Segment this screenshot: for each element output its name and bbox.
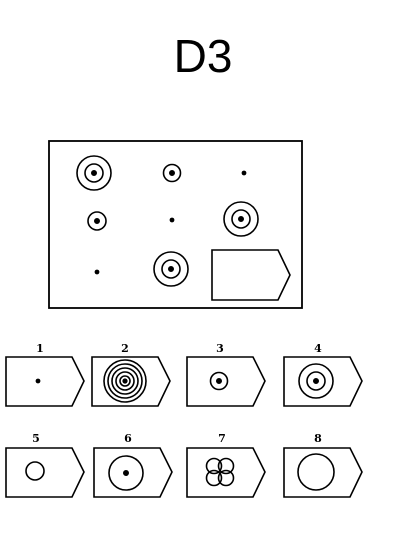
option-1[interactable] [5, 356, 85, 407]
matrix-cell-3-2 [153, 251, 189, 287]
matrix-cell-2-2 [169, 217, 175, 223]
option-7-number: 7 [218, 432, 226, 445]
matrix-cell-1-1 [76, 155, 112, 191]
option-7[interactable] [186, 447, 266, 498]
option-2[interactable] [91, 356, 171, 407]
matrix-panel [48, 140, 303, 309]
matrix-cell-3-3-blank [211, 249, 291, 301]
option-3-number: 3 [216, 342, 224, 355]
option-8-number: 8 [314, 432, 322, 445]
page-title: D3 [173, 30, 233, 82]
option-2-number: 2 [121, 342, 129, 355]
option-4-number: 4 [314, 342, 322, 355]
option-4[interactable] [283, 356, 363, 407]
option-8[interactable] [283, 447, 363, 498]
option-1-number: 1 [36, 342, 44, 355]
matrix-cell-2-1 [87, 211, 107, 231]
option-5[interactable] [5, 447, 85, 498]
option-6-number: 6 [124, 432, 132, 445]
option-3[interactable] [186, 356, 266, 407]
option-6[interactable] [93, 447, 173, 498]
matrix-cell-1-2 [162, 163, 182, 183]
option-5-number: 5 [32, 432, 40, 445]
matrix-cell-3-1 [94, 269, 100, 275]
matrix-cell-2-3 [223, 201, 259, 237]
matrix-cell-1-3 [241, 170, 247, 176]
